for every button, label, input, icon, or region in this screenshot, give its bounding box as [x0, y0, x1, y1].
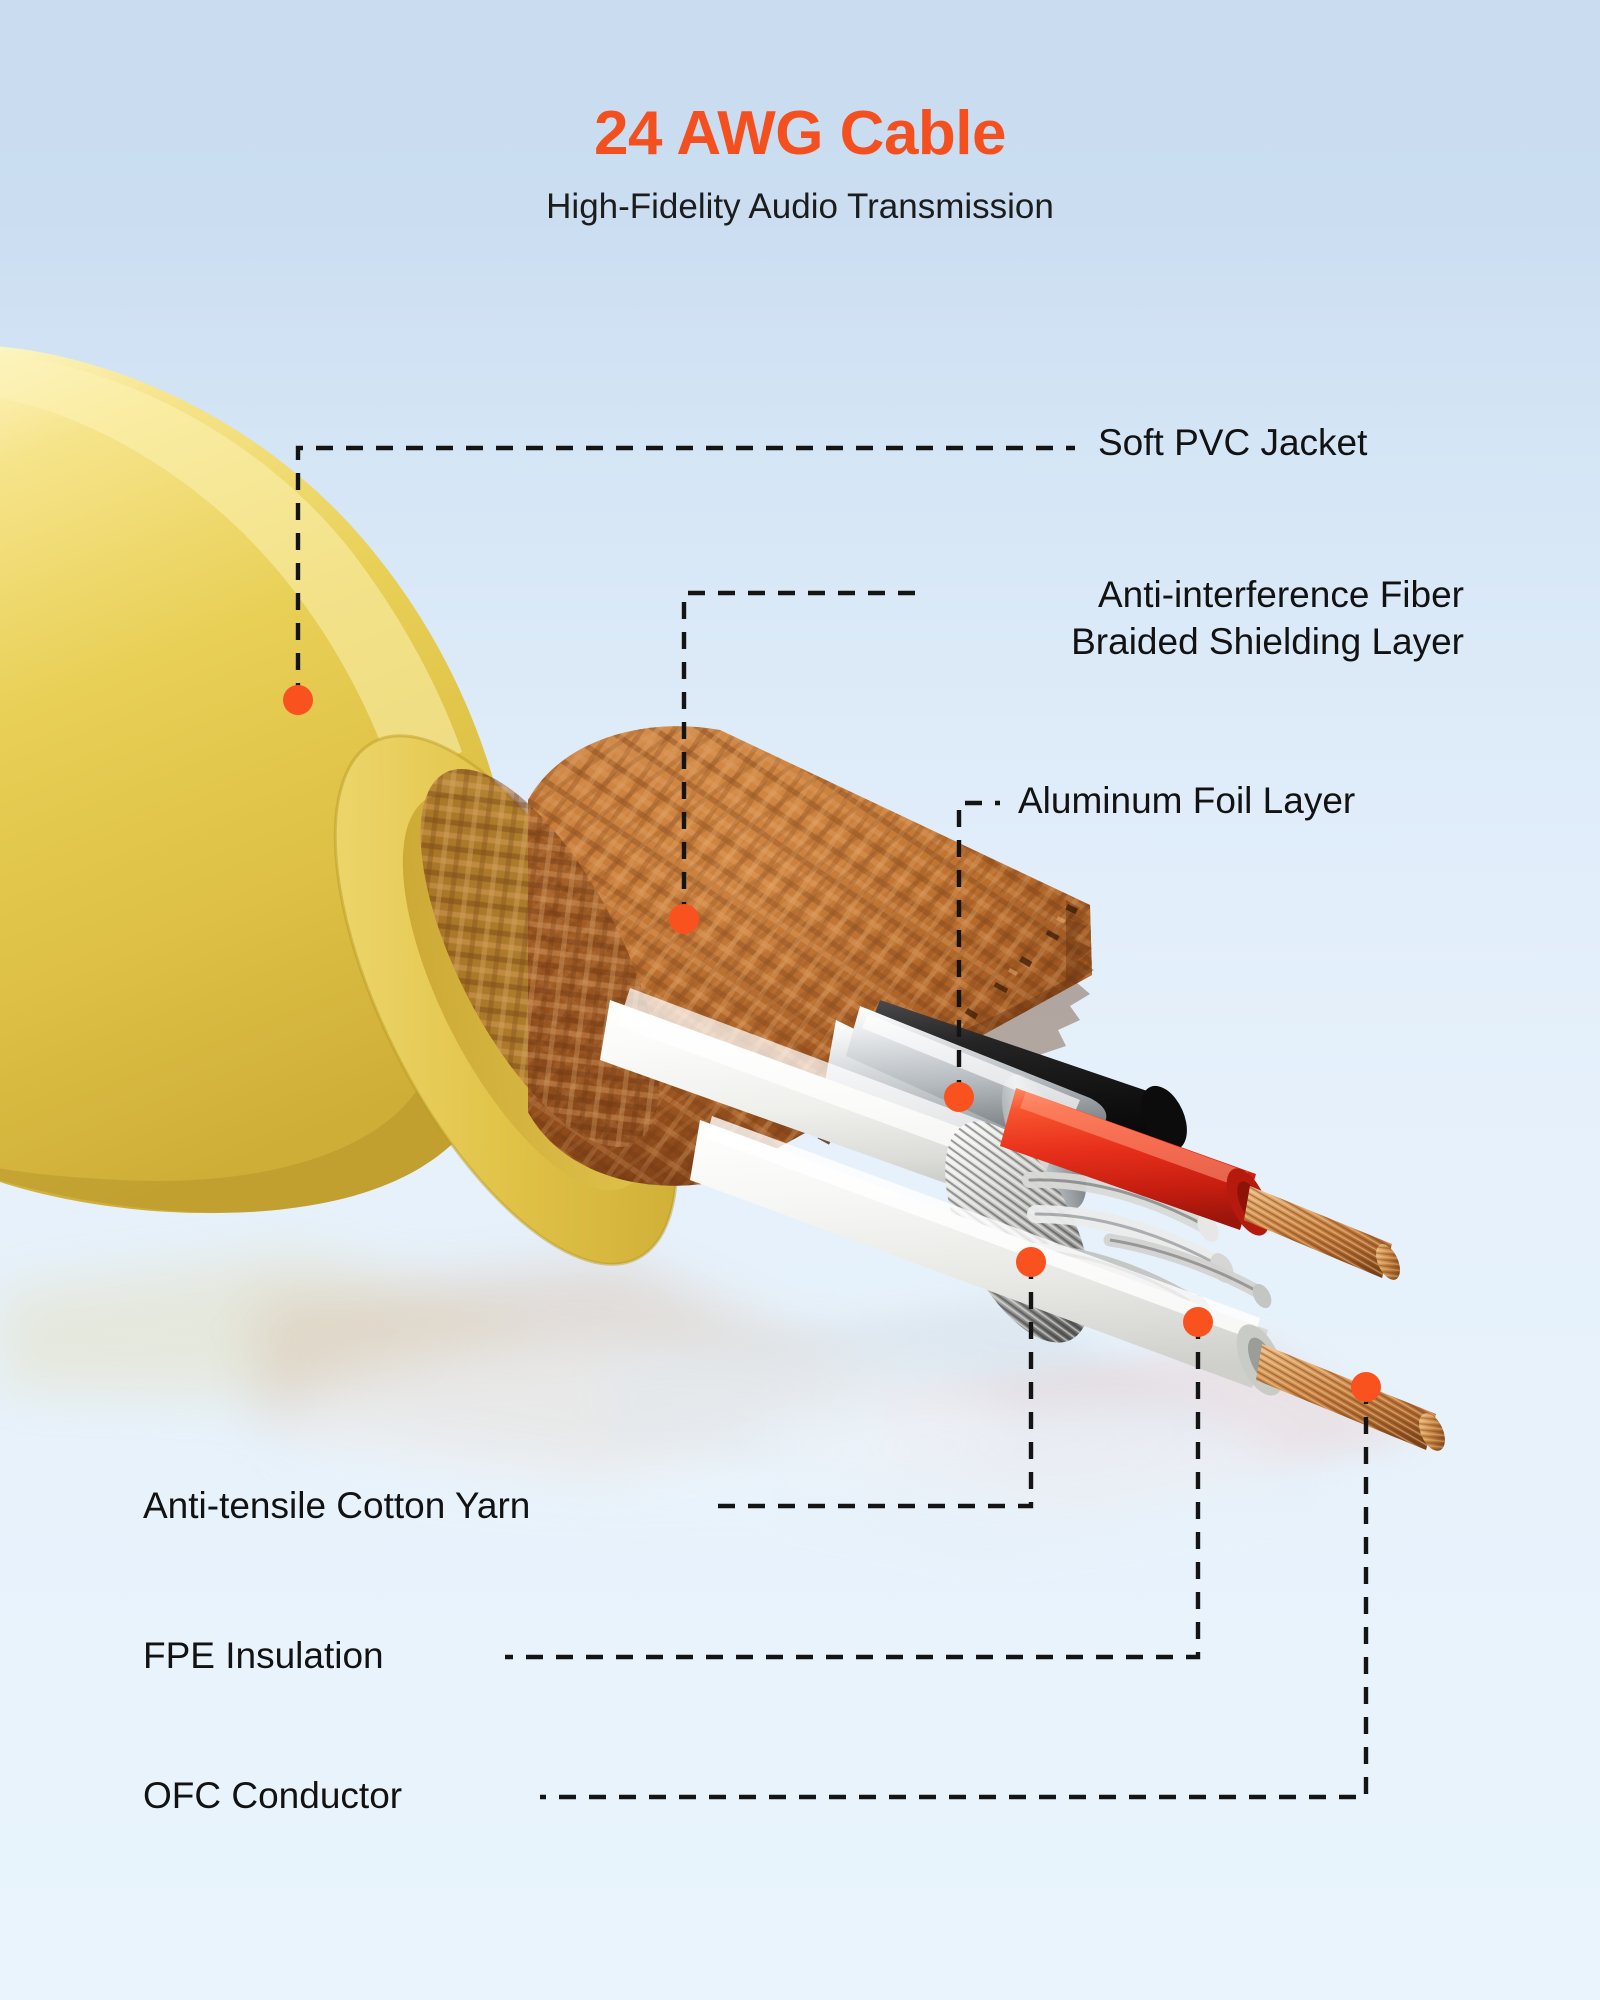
header: 24 AWG Cable High-Fidelity Audio Transmi… [0, 0, 1600, 226]
callout-label-aluminum-foil-layer: Aluminum Foil Layer [1018, 780, 1356, 821]
callout-label-fpe-insulation: FPE Insulation [143, 1635, 384, 1676]
callout-label-braided-shielding-layer-line2: Braided Shielding Layer [1071, 621, 1464, 663]
callout-label-ofc-conductor: OFC Conductor [143, 1775, 403, 1816]
page-subtitle: High-Fidelity Audio Transmission [546, 187, 1054, 226]
callout-label-soft-pvc-jacket: Soft PVC Jacket [1098, 422, 1368, 463]
callout-label-anti-tensile-cotton-yarn: Anti-tensile Cotton Yarn [143, 1485, 531, 1526]
yarn-strand-overlay [1103, 1233, 1272, 1309]
page-title: 24 AWG Cable [593, 99, 1007, 168]
white-insulation-upper [600, 988, 1050, 1214]
callout-label-braided-shielding-layer: Anti-interference Fiber Braided Shieldin… [944, 571, 1464, 666]
red-insulated-conductor [1000, 1088, 1400, 1280]
callout-label-braided-shielding-layer-line1: Anti-interference Fiber [1097, 574, 1464, 615]
